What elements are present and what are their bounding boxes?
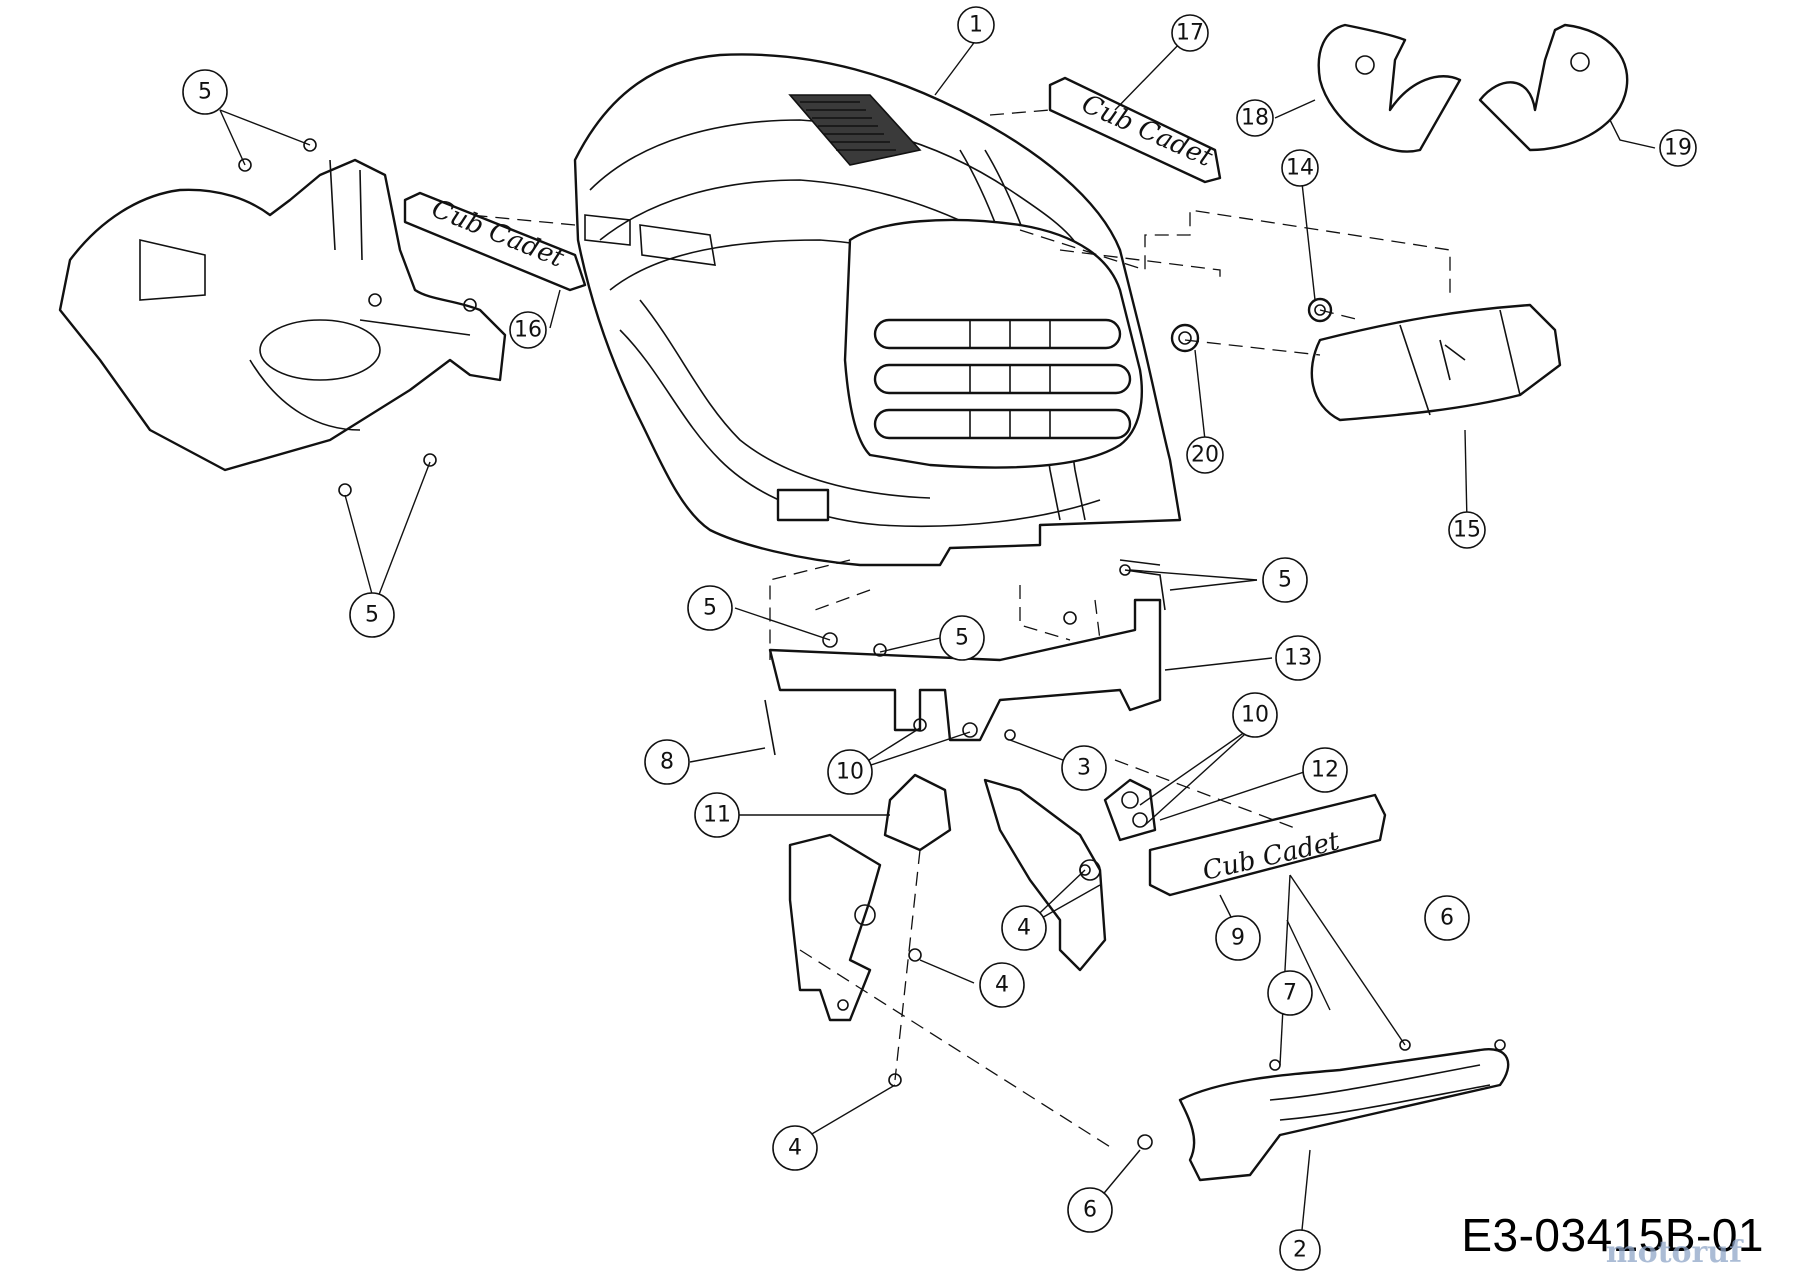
svg-text:5: 5 (955, 626, 969, 651)
callout-5-bottom-left: 5 (349, 592, 395, 638)
callout-1: 1 (957, 6, 995, 44)
svg-text:7: 7 (1283, 981, 1297, 1006)
callout-4-bottom: 4 (772, 1125, 818, 1171)
decal-16: Cub Cadet (403, 191, 587, 292)
callout-10-right: 10 (1232, 692, 1278, 738)
callout-20: 20 (1186, 436, 1224, 474)
svg-text:15: 15 (1453, 518, 1481, 543)
svg-text:5: 5 (198, 80, 212, 105)
callouts: 1 17 18 19 5 16 14 20 15 5 5 5 5 13 10 1… (182, 6, 1697, 1271)
callout-10-left: 10 (827, 749, 873, 795)
headlight-assembly (1310, 303, 1562, 422)
callout-5-top-left: 5 (182, 69, 228, 115)
callout-12: 12 (1302, 747, 1348, 793)
callout-7: 7 (1267, 970, 1313, 1016)
callout-4-center: 4 (979, 962, 1025, 1008)
callout-16: 16 (509, 311, 547, 349)
drawing-code: E3-03415B-01 (1461, 1209, 1764, 1261)
callout-19: 19 (1659, 129, 1697, 167)
light-cover-18 (1317, 23, 1462, 153)
callout-15: 15 (1448, 511, 1486, 549)
watermark-logo: motoruf (1605, 1235, 1742, 1270)
svg-text:4: 4 (995, 973, 1009, 998)
svg-text:20: 20 (1191, 443, 1219, 468)
hinge-plate-11 (883, 773, 952, 852)
grommet-20 (1170, 323, 1200, 353)
callout-13: 13 (1275, 635, 1321, 681)
assembly-lines (469, 109, 1451, 1151)
callout-9: 9 (1215, 915, 1261, 961)
callout-3: 3 (1061, 745, 1107, 791)
callout-17: 17 (1171, 14, 1209, 52)
side-panel-left (58, 158, 507, 472)
bumper (1178, 1048, 1510, 1182)
svg-text:13: 13 (1284, 646, 1312, 671)
callout-18: 18 (1236, 99, 1274, 137)
hood (573, 53, 1182, 567)
leader-lines (219, 37, 1656, 1251)
svg-text:11: 11 (703, 803, 731, 828)
hinge-left (788, 833, 882, 1022)
hood-bracket (768, 559, 1166, 742)
callout-5-center-b: 5 (939, 615, 985, 661)
callout-5-right: 5 (1262, 557, 1308, 603)
svg-text:8: 8 (660, 750, 674, 775)
svg-text:6: 6 (1083, 1198, 1097, 1223)
svg-text:17: 17 (1176, 21, 1204, 46)
svg-text:18: 18 (1241, 106, 1269, 131)
svg-text:6: 6 (1440, 906, 1454, 931)
svg-text:5: 5 (703, 596, 717, 621)
svg-text:14: 14 (1286, 156, 1314, 181)
hinge-right (983, 778, 1107, 972)
callout-11: 11 (694, 792, 740, 838)
svg-text:10: 10 (836, 760, 864, 785)
svg-text:16: 16 (514, 318, 542, 343)
callout-14: 14 (1281, 149, 1319, 187)
svg-text:9: 9 (1231, 926, 1245, 951)
decal-17: Cub Cadet (1048, 76, 1222, 184)
svg-text:5: 5 (1278, 568, 1292, 593)
light-cover-19 (1478, 23, 1629, 152)
front-emblem: Cub Cadet (1148, 793, 1387, 897)
svg-text:12: 12 (1311, 758, 1339, 783)
callout-6-top: 6 (1424, 895, 1470, 941)
callout-8: 8 (644, 739, 690, 785)
svg-text:5: 5 (365, 603, 379, 628)
callout-6-bottom: 6 (1067, 1187, 1113, 1233)
svg-text:4: 4 (1017, 916, 1031, 941)
svg-text:3: 3 (1077, 756, 1091, 781)
svg-text:19: 19 (1664, 136, 1692, 161)
callout-4-right: 4 (1001, 905, 1047, 951)
svg-text:2: 2 (1293, 1238, 1307, 1263)
callout-5-center-a: 5 (687, 585, 733, 631)
svg-text:10: 10 (1241, 703, 1269, 728)
callout-2: 2 (1279, 1229, 1321, 1271)
hinge-plate-12 (1103, 778, 1157, 842)
svg-text:4: 4 (788, 1136, 802, 1161)
svg-text:1: 1 (969, 13, 983, 38)
